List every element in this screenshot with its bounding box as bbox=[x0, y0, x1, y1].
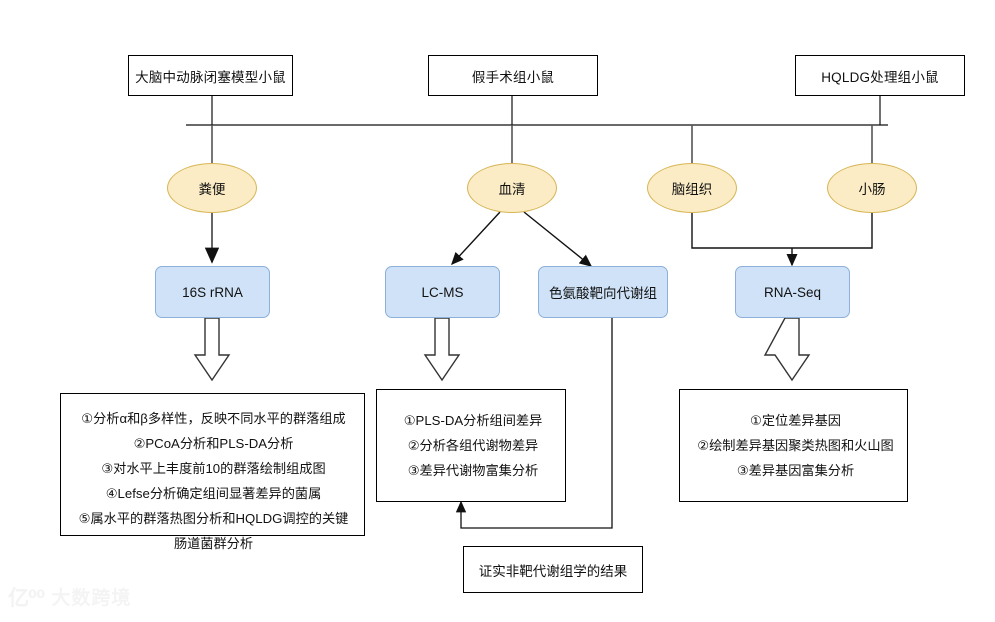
block-arrow-16s-to-analysis bbox=[193, 317, 231, 382]
analysis-item: ④Lefse分析确定组间显著差异的菌属 bbox=[105, 486, 322, 501]
sample-node-brain[interactable]: 脑组织 bbox=[647, 163, 737, 213]
analysis-box-metabolome[interactable]: ①PLS-DA分析组间差异 ②分析各组代谢物差异 ③差异代谢物富集分析 bbox=[376, 389, 566, 502]
analysis-box-microbiome[interactable]: ①分析α和β多样性，反映不同水平的群落组成 ②PCoA分析和PLS-DA分析 ③… bbox=[60, 393, 365, 551]
analysis-item: ②PCoA分析和PLS-DA分析 bbox=[133, 436, 294, 451]
group-box-hqldg[interactable]: HQLDG处理组小鼠 bbox=[795, 55, 965, 96]
sample-node-serum[interactable]: 血清 bbox=[467, 163, 557, 213]
sample-label-feces: 粪便 bbox=[198, 182, 226, 197]
assay-label-rna-seq: RNA-Seq bbox=[763, 284, 822, 300]
edge-serum-to-lcms bbox=[451, 211, 501, 266]
conclusion-box-validation[interactable]: 证实非靶代谢组学的结果 bbox=[463, 546, 643, 593]
sample-label-intestine: 小肠 bbox=[858, 182, 886, 197]
group-label-mcao: 大脑中动脉闭塞模型小鼠 bbox=[135, 69, 286, 85]
block-arrow-rnaseq-to-analysis bbox=[763, 317, 811, 382]
sample-label-serum: 血清 bbox=[498, 182, 526, 197]
assay-box-tryptophan-metabolome[interactable]: 色氨酸靶向代谢组 bbox=[538, 266, 668, 318]
edge-serum-to-trp bbox=[523, 211, 593, 267]
watermark-logo-icon: 亿⁰⁰ bbox=[8, 587, 45, 610]
analysis-item: ②绘制差异基因聚类热图和火山图 bbox=[697, 438, 894, 453]
analysis-item: ③对水平上丰度前10的群落绘制组成图 bbox=[101, 461, 326, 476]
group-box-sham[interactable]: 假手术组小鼠 bbox=[428, 55, 598, 96]
assay-box-lc-ms[interactable]: LC-MS bbox=[385, 266, 500, 318]
sample-node-intestine[interactable]: 小肠 bbox=[827, 163, 917, 213]
edge-bus-to-samples bbox=[211, 125, 873, 163]
watermark-text: 大数跨境 bbox=[51, 588, 132, 609]
assay-label-16s-rrna: 16S rRNA bbox=[182, 284, 243, 300]
analysis-box-transcriptome[interactable]: ①定位差异基因 ②绘制差异基因聚类热图和火山图 ③差异基因富集分析 bbox=[679, 389, 908, 502]
edge-brain-intestine-to-rnaseq bbox=[691, 213, 873, 249]
conclusion-label: 证实非靶代谢组学的结果 bbox=[478, 563, 628, 579]
block-arrow-lcms-to-analysis bbox=[423, 317, 461, 382]
sample-node-feces[interactable]: 粪便 bbox=[167, 163, 257, 213]
watermark: 亿⁰⁰ 大数跨境 bbox=[8, 588, 131, 609]
assay-box-rna-seq[interactable]: RNA-Seq bbox=[735, 266, 850, 318]
edge-groups-to-bus bbox=[186, 96, 888, 126]
group-label-hqldg: HQLDG处理组小鼠 bbox=[821, 69, 939, 85]
analysis-item: ⑤属水平的群落热图分析和HQLDG调控的关键肠道菌群分析 bbox=[78, 511, 349, 551]
analysis-item: ①定位差异基因 bbox=[750, 413, 841, 428]
analysis-item: ①分析α和β多样性，反映不同水平的群落组成 bbox=[81, 411, 346, 426]
analysis-item: ②分析各组代谢物差异 bbox=[407, 438, 539, 453]
group-label-sham: 假手术组小鼠 bbox=[471, 69, 555, 85]
assay-box-16s-rrna[interactable]: 16S rRNA bbox=[155, 266, 270, 318]
group-box-mcao[interactable]: 大脑中动脉闭塞模型小鼠 bbox=[128, 55, 293, 96]
analysis-item: ③差异代谢物富集分析 bbox=[407, 463, 539, 478]
analysis-item: ①PLS-DA分析组间差异 bbox=[403, 413, 543, 428]
sample-label-brain: 脑组织 bbox=[671, 182, 713, 197]
assay-label-tryptophan-metabolome: 色氨酸靶向代谢组 bbox=[549, 286, 657, 301]
assay-label-lc-ms: LC-MS bbox=[421, 284, 464, 300]
analysis-item: ③差异基因富集分析 bbox=[736, 463, 855, 478]
